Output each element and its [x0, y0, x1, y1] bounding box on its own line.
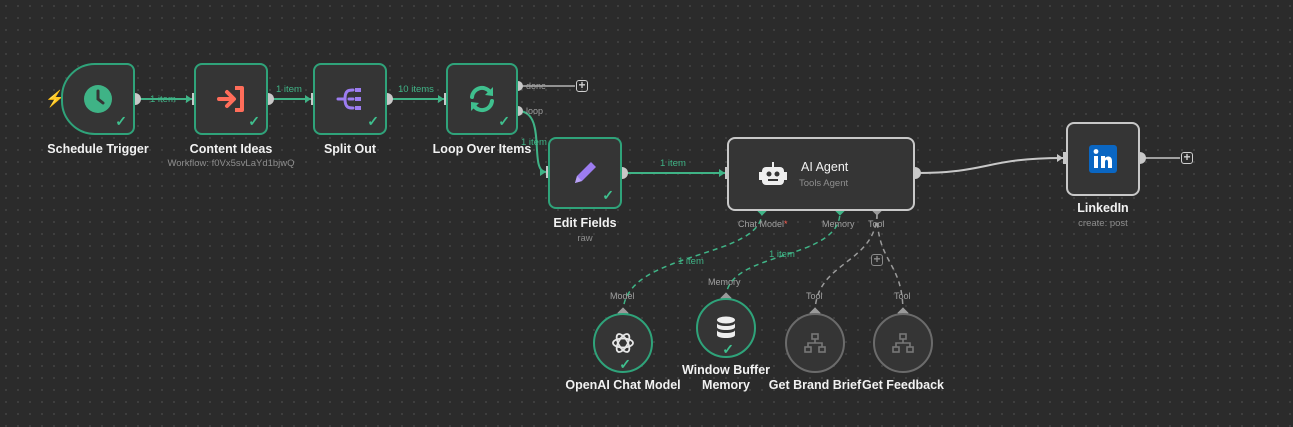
success-check-icon: ✓: [619, 356, 631, 372]
linkedin-input-port: [1063, 152, 1068, 164]
add-node-button[interactable]: +: [1181, 151, 1193, 164]
node-label: Loop Over Items: [432, 142, 532, 156]
success-check-icon: ✓: [115, 113, 127, 129]
edge-label: 1 item: [660, 158, 686, 169]
node-label: LinkedIn: [1077, 201, 1129, 215]
port-label-tool-sub: Tool: [894, 291, 911, 301]
success-check-icon: ✓: [602, 187, 614, 203]
node-window-buffer-memory[interactable]: ✓: [696, 298, 756, 358]
trigger-bolt-icon: ⚡: [45, 91, 65, 108]
edge-label: 1 item: [276, 84, 302, 95]
success-check-icon: ✓: [248, 113, 260, 129]
node-edit-fields[interactable]: ✓: [548, 137, 622, 209]
pencil-icon: [550, 139, 620, 207]
port-label-memory: Memory: [822, 219, 855, 229]
node-ai-agent[interactable]: AI Agent Tools Agent: [727, 137, 915, 211]
sitemap-icon: [787, 315, 843, 371]
port-label-loop: loop: [526, 106, 544, 116]
node-loop-over-items[interactable]: ✓: [446, 63, 518, 135]
node-linkedin[interactable]: [1066, 122, 1140, 196]
node-get-feedback[interactable]: [873, 313, 933, 373]
execute-workflow-icon: [196, 65, 266, 133]
node-get-brand-brief[interactable]: [785, 313, 845, 373]
node-label: Content Ideas: [189, 142, 273, 156]
edge-label: 1 item: [769, 249, 795, 260]
node-title: AI Agent: [801, 160, 849, 174]
node-subtitle: Tools Agent: [799, 178, 849, 189]
node-subtitle: Workflow: f0Vx5svLaYd1bjwQ: [167, 158, 295, 169]
node-split-out[interactable]: ✓: [313, 63, 387, 135]
edge-label: 10 items: [398, 84, 434, 95]
node-label: Edit Fields: [553, 216, 617, 230]
openai-icon: [595, 315, 651, 371]
wire-feedback-agent: [876, 211, 904, 314]
edge-label: 1 item: [678, 256, 704, 267]
port-label-model: Model: [610, 291, 635, 301]
node-subtitle: create: post: [1078, 218, 1128, 229]
node-openai-chat-model[interactable]: ✓: [593, 313, 653, 373]
linkedin-icon: [1068, 124, 1138, 194]
success-check-icon: ✓: [722, 341, 734, 357]
success-check-icon: ✓: [498, 113, 510, 129]
add-tool-button[interactable]: +: [871, 253, 883, 266]
robot-icon: [759, 162, 787, 193]
node-content-ideas[interactable]: ✓: [194, 63, 268, 135]
sitemap-icon: [875, 315, 931, 371]
port-label-chat-model: Chat Model*: [738, 219, 788, 229]
port-label-tool-sub: Tool: [806, 291, 823, 301]
port-label-done: done: [526, 81, 547, 91]
node-label: Memory: [702, 378, 750, 392]
loop-icon: [448, 65, 516, 133]
wire-memory-agent: [725, 211, 841, 299]
node-label: Get Feedback: [862, 378, 944, 392]
success-check-icon: ✓: [367, 113, 379, 129]
node-label: Schedule Trigger: [47, 142, 149, 156]
node-label: Split Out: [323, 142, 377, 156]
add-node-button[interactable]: +: [576, 79, 588, 92]
edge-label: 1 item: [521, 137, 547, 148]
port-label-memory-sub: Memory: [708, 277, 741, 287]
node-schedule-trigger[interactable]: ✓: [61, 63, 135, 135]
wire-agent-linkedin: [914, 157, 1064, 174]
node-subtitle: raw: [577, 233, 593, 244]
database-icon: [698, 300, 754, 356]
node-label: Window Buffer: [681, 363, 771, 377]
node-label: OpenAI Chat Model: [565, 378, 681, 392]
split-out-icon: [315, 65, 385, 133]
wire-model-agent: [622, 211, 763, 314]
edge-label: 1 item: [150, 94, 176, 105]
clock-icon: [63, 65, 133, 133]
node-label: Get Brand Brief: [768, 378, 862, 392]
port-label-tool: Tool: [868, 219, 885, 229]
